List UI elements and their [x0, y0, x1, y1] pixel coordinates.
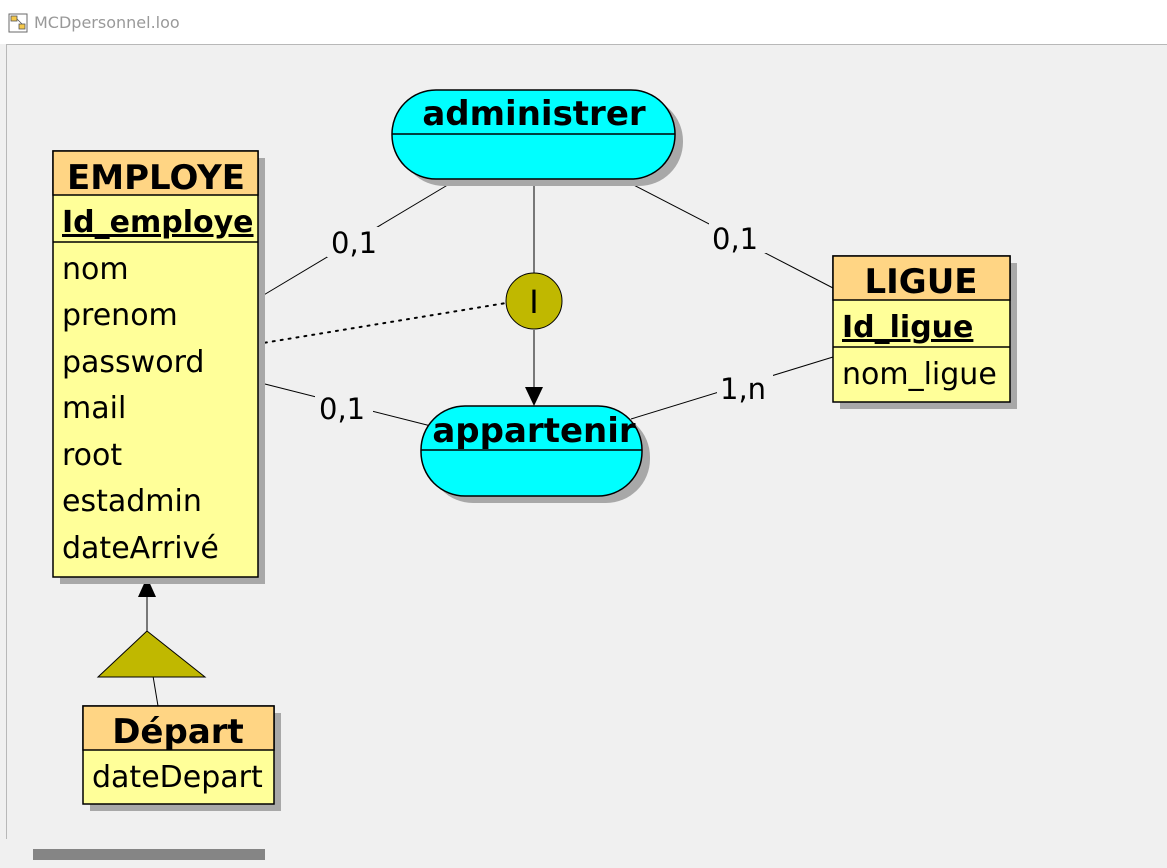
link-depart-inheritance — [152, 675, 159, 707]
entity-attribute: mail — [62, 391, 126, 426]
cardinality-box-2 — [709, 223, 767, 253]
cardinality-box-4 — [717, 373, 773, 403]
cardinality-ligue-administrer: 0,1 — [712, 222, 758, 256]
entity-key: Id_ligue — [842, 310, 973, 345]
title-bar: MCDpersonnel.loo — [0, 0, 1167, 44]
association-administrer[interactable]: administrer — [391, 89, 683, 186]
cardinality-box-1 — [327, 227, 385, 257]
constraint-label: I — [529, 283, 538, 321]
inclusion-constraint[interactable]: I — [505, 272, 563, 330]
entity-attribute: nom_ligue — [842, 357, 997, 392]
cardinality-box-3 — [315, 393, 373, 423]
entity-ligue[interactable]: LIGUE Id_ligue nom_ligue — [832, 255, 1017, 409]
entity-depart[interactable]: Départ dateDepart — [82, 705, 281, 811]
entity-attribute: prenom — [62, 298, 178, 333]
cardinality-employe-appartenir: 0,1 — [319, 392, 365, 426]
entity-header — [52, 150, 259, 196]
arrow-head-icon — [525, 387, 543, 406]
entity-title: Départ — [112, 712, 244, 752]
scrollbar-thumb[interactable] — [33, 849, 265, 860]
entity-attribute: nom — [62, 252, 129, 287]
constraint-circle — [505, 272, 563, 330]
association-title: appartenir — [432, 411, 636, 451]
entity-attribute: dateArrivé — [62, 531, 219, 566]
entity-attribute: password — [62, 345, 204, 380]
cardinality-ligue-appartenir: 1,n — [720, 372, 766, 406]
window-title: MCDpersonnel.loo — [34, 13, 180, 32]
entity-attribute: root — [62, 438, 122, 473]
entity-title: EMPLOYE — [67, 158, 245, 198]
cardinality-employe-administrer: 0,1 — [331, 226, 377, 260]
entity-title: LIGUE — [864, 262, 977, 302]
entity-employe[interactable]: EMPLOYE Id_employe nom prenom password m… — [52, 150, 265, 584]
document-icon — [8, 13, 28, 33]
entity-body — [52, 150, 259, 578]
entity-header — [832, 255, 1011, 301]
entity-attribute: estadmin — [62, 484, 202, 519]
association-title: administrer — [422, 94, 646, 134]
entity-key: Id_employe — [62, 205, 254, 240]
horizontal-scrollbar[interactable] — [0, 839, 1167, 868]
inheritance-arrow-icon — [138, 577, 156, 597]
association-body — [420, 405, 643, 497]
inheritance-triangle-icon[interactable] — [96, 630, 207, 678]
association-appartenir[interactable]: appartenir — [420, 405, 650, 503]
entity-attribute: dateDepart — [92, 760, 263, 795]
link-employe-constraint — [256, 302, 507, 345]
diagram-canvas[interactable]: 0,1 0,1 0,1 1,n administrer appartenir — [6, 44, 1167, 839]
entity-header — [82, 705, 275, 751]
